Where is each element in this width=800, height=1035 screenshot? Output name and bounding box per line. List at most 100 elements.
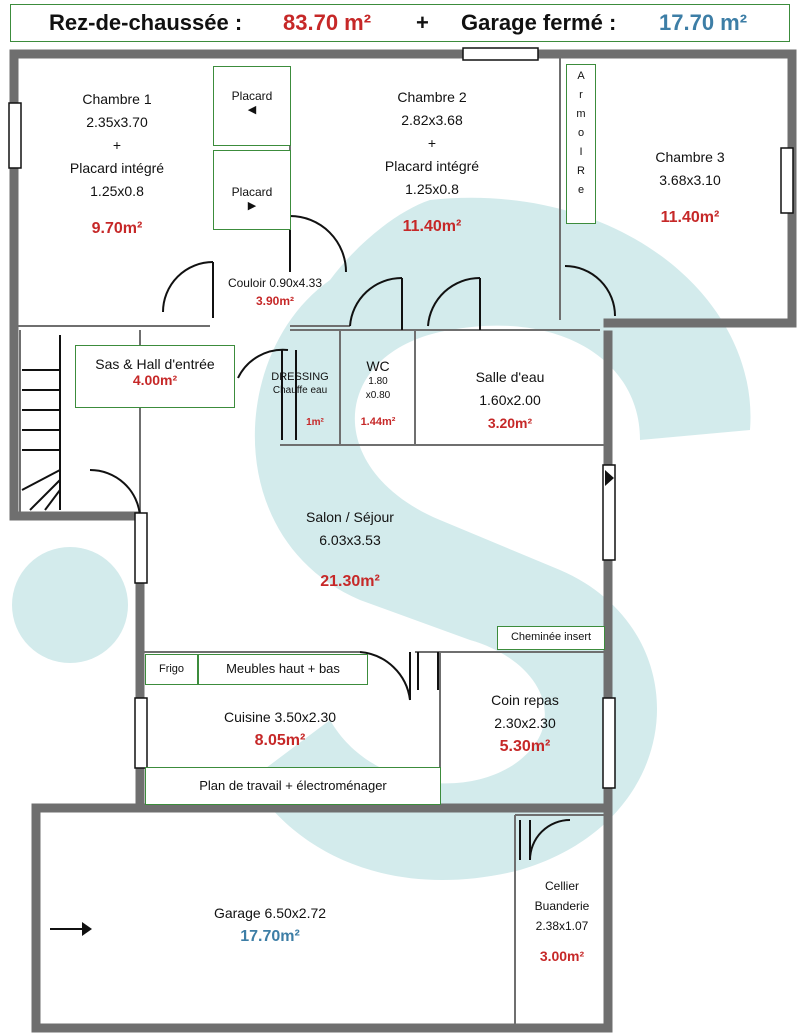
room-dressing: DRESSING Chauffe eau 1m² xyxy=(258,370,342,430)
dressing-sub: Chauffe eau xyxy=(272,385,328,396)
placard-top-label: Placard xyxy=(231,89,273,103)
arrow-left-icon: ◀ xyxy=(247,104,257,116)
armoire-letter: r xyxy=(579,89,583,101)
cellier-dims: 2.38x1.07 xyxy=(535,919,589,933)
garage-label: Garage fermé : xyxy=(461,10,617,35)
room-chambre1: Chambre 1 2.35x3.70 + Placard intégré 1.… xyxy=(55,88,179,240)
room-chambre3: Chambre 3 3.68x3.10 11.40m² xyxy=(630,146,750,229)
garage-room-area: 17.70m² xyxy=(240,928,300,945)
door-entrance xyxy=(89,468,141,517)
window-coin-repas xyxy=(602,697,616,789)
armoire-letter: I xyxy=(579,146,583,158)
salon-name: Salon / Séjour xyxy=(306,509,394,525)
sas-area: 4.00m² xyxy=(132,372,178,388)
armoire-letter: o xyxy=(577,127,585,139)
window-chambre1 xyxy=(8,102,22,169)
cellier-name2: Buanderie xyxy=(534,899,590,913)
chambre1-area: 9.70m² xyxy=(91,220,143,237)
wall-garage xyxy=(31,803,613,1033)
chambre3-area: 11.40m² xyxy=(660,209,720,226)
header-banner: Rez-de-chaussée : 83.70 m² + Garage ferm… xyxy=(10,4,790,42)
chambre2-extra-dims: 1.25x0.8 xyxy=(405,181,459,197)
chambre2-name: Chambre 2 xyxy=(397,89,467,105)
chambre1-extra: Placard intégré xyxy=(69,160,165,176)
plus-sign: + xyxy=(416,10,429,35)
armoire-letter: m xyxy=(576,108,586,120)
wall-left xyxy=(9,49,141,521)
chambre2-area: 11.40m² xyxy=(402,218,462,235)
wc-dims2: x0.80 xyxy=(365,390,391,401)
wc-dims1: 1.80 xyxy=(368,376,388,387)
sas-name: Sas & Hall d'entrée xyxy=(95,356,215,372)
salle-eau-dims: 1.60x2.00 xyxy=(479,392,541,408)
room-couloir: Couloir 0.90x4.33 3.90m² xyxy=(210,274,340,310)
chambre1-name: Chambre 1 xyxy=(82,91,152,107)
door-cuisine xyxy=(359,651,411,701)
room-salon: Salon / Séjour 6.03x3.53 21.30m² xyxy=(280,506,420,593)
salle-eau-area: 3.20m² xyxy=(487,415,533,431)
ground-floor-label: Rez-de-chaussée : xyxy=(49,10,243,35)
placard-bottom-label: Placard xyxy=(231,185,273,199)
couloir-area: 3.90m² xyxy=(255,294,295,308)
door-cellier xyxy=(519,819,571,861)
chambre2-extra: Placard intégré xyxy=(384,158,480,174)
door-chambre3 xyxy=(564,265,616,317)
salon-dims: 6.03x3.53 xyxy=(319,532,381,548)
cellier-name1: Cellier xyxy=(544,879,579,893)
placard-bottom: Placard ▶ xyxy=(213,150,291,230)
chambre1-plus: + xyxy=(112,137,122,153)
window-top xyxy=(462,47,539,61)
cellier-area: 3.00m² xyxy=(539,948,585,964)
placard-top: Placard ◀ xyxy=(213,66,291,146)
chambre2-plus: + xyxy=(427,135,437,151)
chambre1-dims: 2.35x3.70 xyxy=(86,114,148,130)
ground-floor-area: 83.70 m² xyxy=(283,10,372,35)
chambre1-extra-dims: 1.25x0.8 xyxy=(90,183,144,199)
dressing-area: 1m² xyxy=(306,417,324,428)
salle-eau-name: Salle d'eau xyxy=(475,369,545,385)
coin-repas-name: Coin repas xyxy=(491,692,559,708)
window-chambre3 xyxy=(780,147,794,214)
arrow-right-icon: ▶ xyxy=(247,200,257,212)
armoire-letter: R xyxy=(577,165,585,177)
salon-area: 21.30m² xyxy=(320,573,380,590)
wc-name: WC xyxy=(366,358,390,374)
chambre3-name: Chambre 3 xyxy=(655,149,725,165)
door-wc xyxy=(349,276,403,327)
chambre2-dims: 2.82x3.68 xyxy=(401,112,463,128)
stairs xyxy=(21,335,61,511)
armoire-letter: A xyxy=(577,70,585,82)
frigo: Frigo xyxy=(145,654,198,685)
couloir-name: Couloir 0.90x4.33 xyxy=(227,276,323,290)
window-cuisine xyxy=(134,697,148,769)
cheminee: Cheminée insert xyxy=(497,626,605,650)
wc-area: 1.44m² xyxy=(360,416,396,428)
room-salle-eau: Salle d'eau 1.60x2.00 3.20m² xyxy=(440,366,580,435)
window-salon-right xyxy=(602,464,616,561)
coin-repas-dims: 2.30x2.30 xyxy=(494,715,556,731)
door-dressing xyxy=(237,348,289,379)
room-wc: WC 1.80 x0.80 1.44m² xyxy=(345,357,411,429)
watermark-logo xyxy=(12,197,751,880)
room-cuisine: Cuisine 3.50x2.30 8.05m² xyxy=(205,706,355,752)
room-cellier: Cellier Buanderie 2.38x1.07 3.00m² xyxy=(522,876,602,966)
cuisine-name: Cuisine 3.50x2.30 xyxy=(223,709,337,725)
door-salle-eau xyxy=(427,276,481,327)
coin-repas-area: 5.30m² xyxy=(499,738,551,755)
room-coin-repas: Coin repas 2.30x2.30 5.30m² xyxy=(465,689,585,758)
garage-name: Garage 6.50x2.72 xyxy=(213,905,327,921)
sas-hall-box: Sas & Hall d'entrée 4.00m² xyxy=(75,345,235,408)
garage-area: 17.70 m² xyxy=(659,10,748,35)
door-chambre1 xyxy=(162,261,214,313)
armoire-letter: e xyxy=(577,184,585,196)
cuisine-area: 8.05m² xyxy=(254,732,306,749)
room-garage: Garage 6.50x2.72 17.70m² xyxy=(190,902,350,948)
chambre3-dims: 3.68x3.10 xyxy=(659,172,721,188)
window-salon-left xyxy=(134,512,148,584)
meubles: Meubles haut + bas xyxy=(198,654,368,685)
dressing-name: DRESSING xyxy=(271,371,329,383)
plan-travail: Plan de travail + électroménager xyxy=(145,767,441,805)
